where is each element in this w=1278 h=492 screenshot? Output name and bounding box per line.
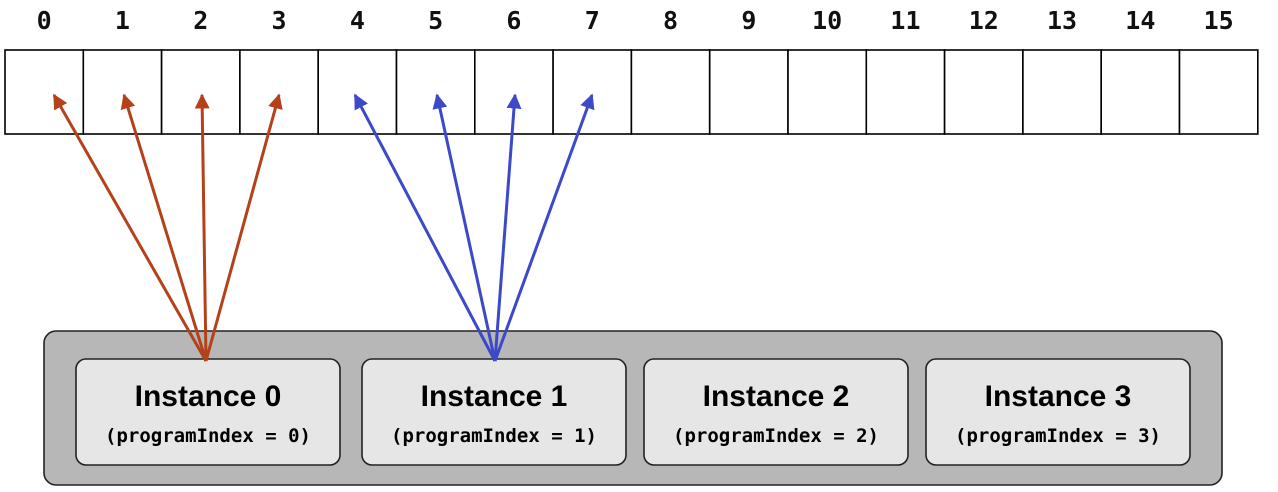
array-index-label: 11 <box>890 6 920 35</box>
array-cell <box>160 49 241 135</box>
array-index-label: 5 <box>428 6 443 35</box>
array-index-label: 6 <box>506 6 521 35</box>
array-index-label: 7 <box>585 6 600 35</box>
array-cell <box>630 49 711 135</box>
mapping-arrow <box>204 93 283 362</box>
mapping-arrow <box>493 93 595 362</box>
instance-box: Instance 1 (programIndex = 1) <box>361 358 627 466</box>
array-index-label: 15 <box>1204 6 1234 35</box>
array-index-label: 2 <box>193 6 208 35</box>
instance-box: Instance 2 (programIndex = 2) <box>643 358 909 466</box>
mapping-arrow <box>353 93 497 362</box>
array-index-label: 4 <box>350 6 365 35</box>
instance-box-frame <box>925 358 1191 466</box>
instance-box: Instance 0 (programIndex = 0) <box>75 358 341 466</box>
array-cell <box>943 49 1024 135</box>
instance-boxes: Instance 0 (programIndex = 0) Instance 1 (p… <box>75 358 1191 466</box>
array-index-label: 10 <box>812 6 842 35</box>
array-cell <box>395 49 476 135</box>
instance-title: Instance 0 <box>135 380 282 413</box>
array-index-label: 8 <box>663 6 678 35</box>
mapping-arrow <box>493 93 522 362</box>
array-cell <box>552 49 633 135</box>
array-cell <box>4 49 85 135</box>
array-index-label: 14 <box>1125 6 1155 35</box>
array-cell <box>1100 49 1181 135</box>
array-index-label: 0 <box>37 6 52 35</box>
array-cell <box>708 49 789 135</box>
instance-program-index: (programIndex = 0) <box>105 425 311 447</box>
array-cell <box>865 49 946 135</box>
instance-program-index: (programIndex = 2) <box>673 425 879 447</box>
array-cell <box>317 49 398 135</box>
mapping-arrow <box>52 93 208 362</box>
array-cell <box>1022 49 1103 135</box>
mapping-arrow <box>120 93 208 362</box>
instance-program-index: (programIndex = 3) <box>955 425 1161 447</box>
instance-title: Instance 3 <box>985 380 1132 413</box>
array-cell <box>82 49 163 135</box>
array-index-label: 9 <box>741 6 756 35</box>
array-index-label: 3 <box>272 6 287 35</box>
array-row <box>4 49 1259 135</box>
instance-title: Instance 2 <box>703 380 850 413</box>
array-index-label: 13 <box>1047 6 1077 35</box>
instance-program-index: (programIndex = 1) <box>391 425 597 447</box>
arrows <box>52 93 595 362</box>
mapping-arrow <box>432 93 497 362</box>
array-index-label: 12 <box>969 6 999 35</box>
array-index-label: 1 <box>115 6 130 35</box>
array-cell <box>787 49 868 135</box>
array-cell <box>1178 49 1259 135</box>
instance-title: Instance 1 <box>421 380 568 413</box>
instance-box: Instance 3 (programIndex = 3) <box>925 358 1191 466</box>
mapping-arrow <box>194 93 210 362</box>
instance-box-frame <box>643 358 909 466</box>
array-cell <box>239 49 319 135</box>
